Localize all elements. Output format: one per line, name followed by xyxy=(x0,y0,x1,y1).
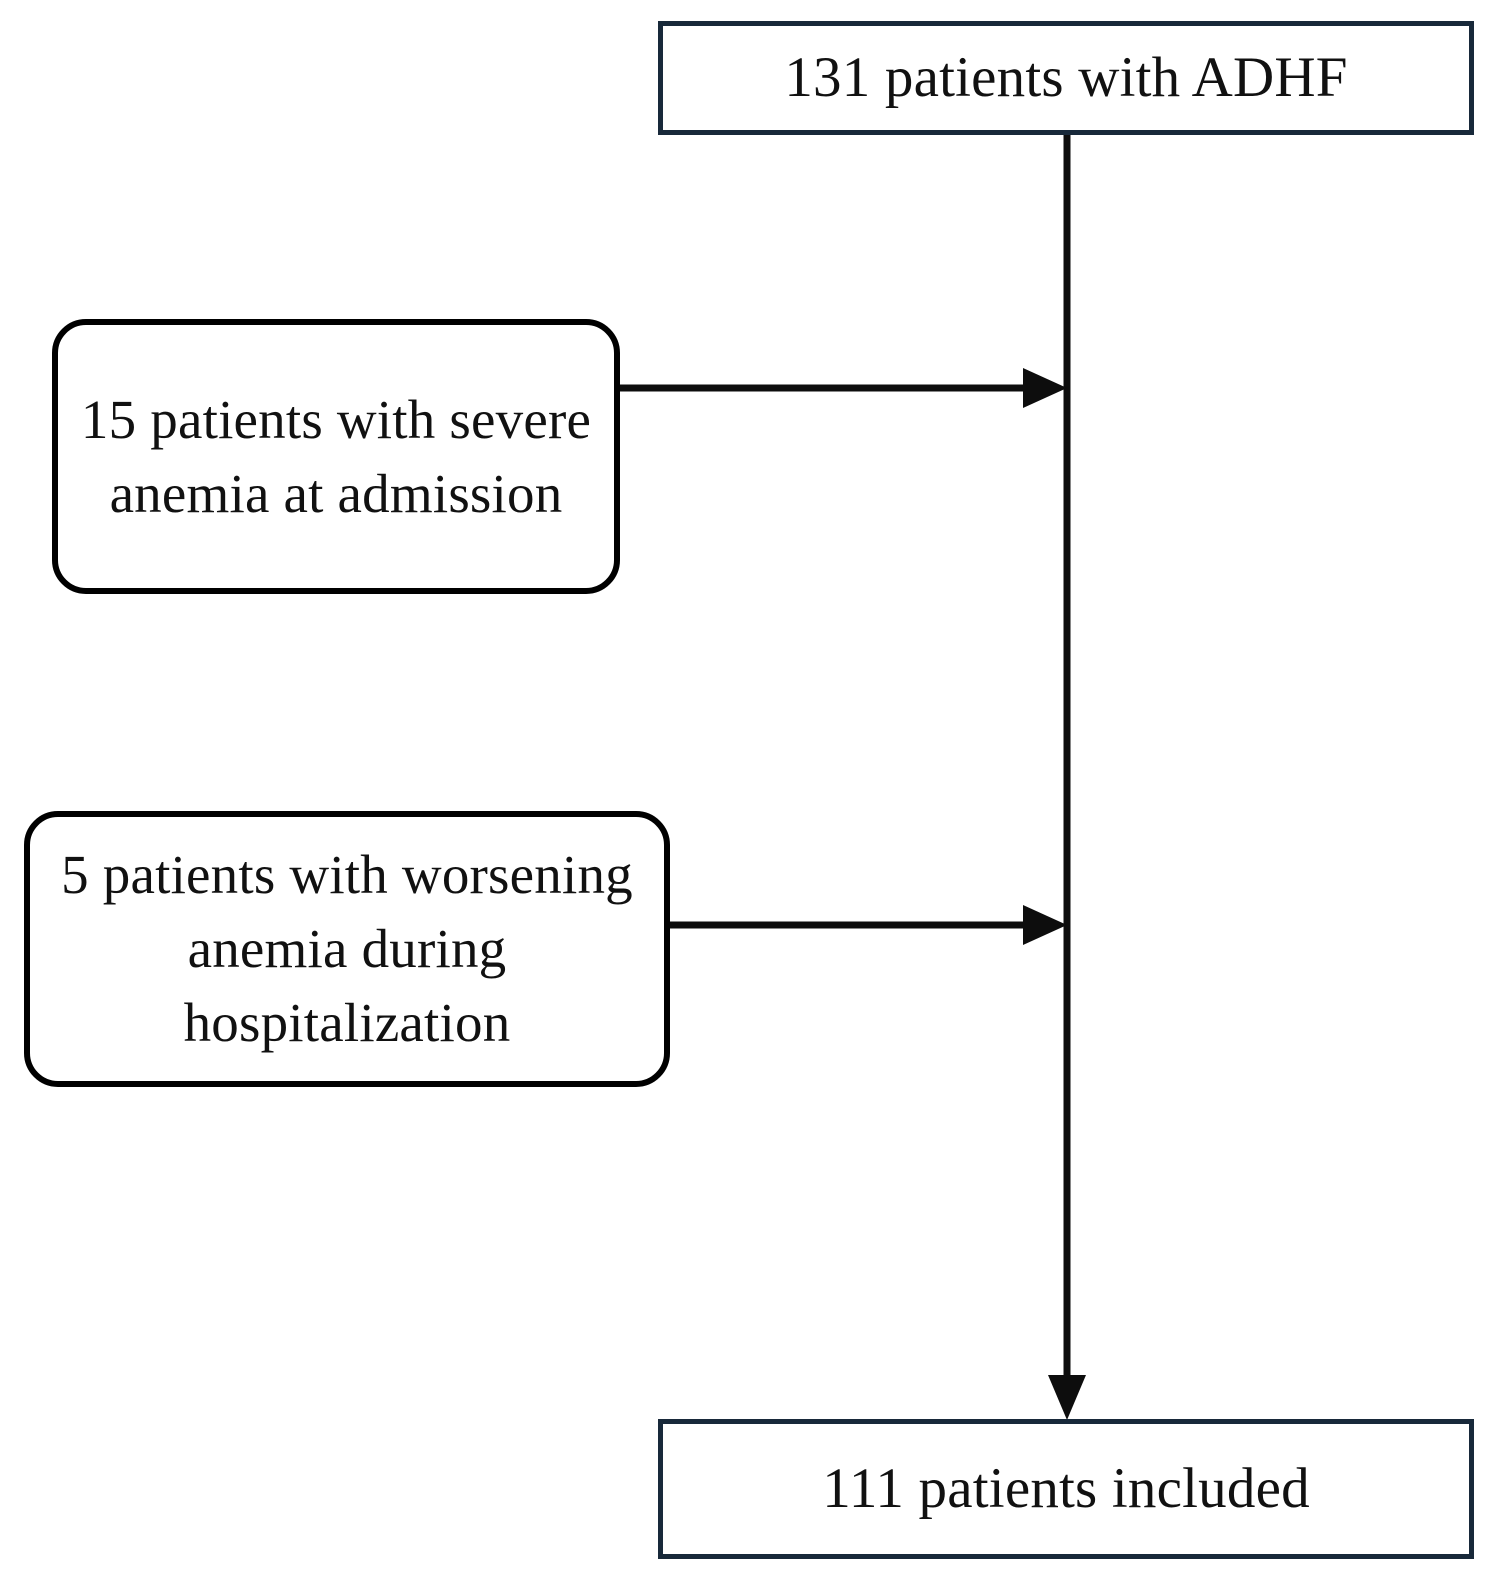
exclusion-1-arrowhead xyxy=(1023,368,1067,408)
node-exclusion-worsening-anemia: 5 patients with worsening anemia during … xyxy=(24,811,670,1087)
main-trunk-arrowhead xyxy=(1048,1375,1086,1420)
node-total-patients: 131 patients with ADHF xyxy=(658,21,1474,135)
node-exclusion-severe-anemia: 15 patients with severe anemia at admiss… xyxy=(52,319,620,594)
node-included-patients-label: 111 patients included xyxy=(822,1457,1310,1520)
exclusion-2-arrowhead xyxy=(1023,905,1067,945)
node-exclusion-worsening-anemia-label: 5 patients with worsening anemia during … xyxy=(61,844,633,1053)
node-total-patients-label: 131 patients with ADHF xyxy=(784,46,1348,109)
node-exclusion-severe-anemia-label: 15 patients with severe anemia at admiss… xyxy=(80,388,592,524)
node-included-patients: 111 patients included xyxy=(658,1419,1474,1559)
